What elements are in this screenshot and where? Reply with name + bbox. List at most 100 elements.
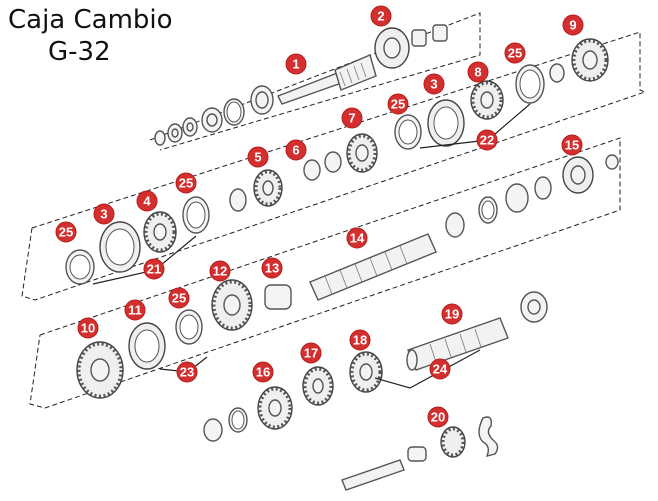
- washer-part: [154, 130, 166, 146]
- synchro-ring-part: [515, 64, 545, 104]
- gear-part: [257, 386, 293, 430]
- callout-7: 7: [341, 107, 363, 129]
- synchro-hub-part: [374, 27, 410, 69]
- callout-16: 16: [252, 361, 274, 383]
- bearing-part: [229, 188, 247, 212]
- callout-24: 24: [429, 358, 451, 380]
- svg-text:25: 25: [508, 46, 522, 61]
- callout-25: 25: [168, 287, 190, 309]
- shift-fork-part: [478, 416, 499, 458]
- svg-text:20: 20: [431, 410, 445, 425]
- nut-part: [182, 117, 198, 137]
- callout-17: 17: [300, 342, 322, 364]
- svg-text:25: 25: [179, 176, 193, 191]
- synchro-ring-part: [175, 309, 203, 345]
- svg-text:14: 14: [350, 231, 365, 246]
- callout-4: 4: [136, 190, 158, 212]
- svg-text:7: 7: [348, 111, 355, 126]
- callout-23: 23: [176, 361, 198, 383]
- group-frame-main: [21, 31, 647, 301]
- nut-part: [167, 123, 183, 143]
- gear-part: [76, 341, 124, 399]
- synchro-ring-part: [65, 249, 95, 285]
- callout-2: 2: [370, 5, 392, 27]
- synchro-ring-part: [128, 322, 166, 370]
- svg-text:25: 25: [172, 291, 186, 306]
- svg-text:18: 18: [353, 333, 367, 348]
- callout-13: 13: [261, 257, 283, 279]
- gear-part: [211, 279, 253, 331]
- group-frame-input: [149, 12, 481, 151]
- svg-text:4: 4: [143, 194, 151, 209]
- svg-text:3: 3: [100, 207, 107, 222]
- svg-text:16: 16: [256, 365, 270, 380]
- callout-19: 19: [441, 303, 463, 325]
- callout-8: 8: [467, 61, 489, 83]
- bearing-part: [201, 107, 223, 133]
- svg-text:11: 11: [128, 303, 142, 318]
- callout-15: 15: [561, 134, 583, 156]
- callout-12: 12: [209, 260, 231, 282]
- gear-part: [143, 211, 177, 253]
- needle-bearing-part: [432, 24, 448, 42]
- pin-part: [407, 446, 427, 462]
- svg-text:2: 2: [377, 9, 384, 24]
- synchro-ring-part: [99, 221, 141, 273]
- needle-bearing-part: [324, 151, 342, 173]
- gear-part: [440, 426, 466, 458]
- callout-25: 25: [387, 93, 409, 115]
- gear-part: [470, 80, 504, 120]
- bearing-part: [303, 159, 321, 181]
- gear-part: [349, 351, 383, 393]
- svg-text:15: 15: [565, 138, 579, 153]
- svg-text:17: 17: [304, 346, 318, 361]
- callout-25: 25: [504, 42, 526, 64]
- nut-part: [605, 154, 619, 170]
- callout-6: 6: [285, 139, 307, 161]
- bearing-part: [445, 212, 465, 238]
- leader-line-24: [374, 349, 481, 389]
- svg-text:8: 8: [474, 65, 481, 80]
- gear-part: [253, 169, 283, 207]
- svg-text:9: 9: [569, 18, 576, 33]
- bearing-part: [520, 291, 548, 323]
- bearing-part: [505, 183, 529, 213]
- snap-ring-part: [478, 196, 498, 224]
- needle-bearing-part: [534, 176, 552, 200]
- diagram-title: Caja Cambio G-32: [8, 4, 173, 68]
- gear-part: [346, 133, 378, 173]
- svg-text:1: 1: [292, 57, 299, 72]
- bearing-part: [250, 85, 274, 115]
- snap-ring-part: [228, 407, 248, 433]
- bearing-part: [203, 418, 223, 442]
- reverse-idler-shaft-part: [341, 459, 405, 491]
- gear-part: [562, 156, 594, 194]
- gear-part: [302, 366, 334, 406]
- svg-text:24: 24: [433, 362, 448, 377]
- input-shaft-part: [277, 54, 377, 105]
- svg-text:5: 5: [254, 150, 261, 165]
- callout-11: 11: [124, 299, 146, 321]
- group-frame-output: [29, 137, 621, 409]
- callout-22: 22: [476, 129, 498, 151]
- svg-text:13: 13: [265, 261, 279, 276]
- svg-text:19: 19: [445, 307, 459, 322]
- synchro-ring-part: [182, 196, 210, 234]
- callout-1: 1: [285, 53, 307, 75]
- callout-25: 25: [55, 221, 77, 243]
- callout-9: 9: [562, 14, 584, 36]
- svg-text:22: 22: [480, 133, 494, 148]
- spacer-part: [264, 284, 292, 310]
- callout-3: 3: [93, 203, 115, 225]
- svg-text:10: 10: [81, 321, 95, 336]
- spacer-part: [394, 114, 422, 150]
- callout-10: 10: [77, 317, 99, 339]
- countershaft-part: [309, 233, 437, 301]
- reverse-shaft-part: [406, 317, 509, 371]
- snap-ring-part: [223, 98, 245, 126]
- svg-text:6: 6: [292, 143, 299, 158]
- callout-25: 25: [175, 172, 197, 194]
- callout-5: 5: [247, 146, 269, 168]
- callout-3: 3: [423, 73, 445, 95]
